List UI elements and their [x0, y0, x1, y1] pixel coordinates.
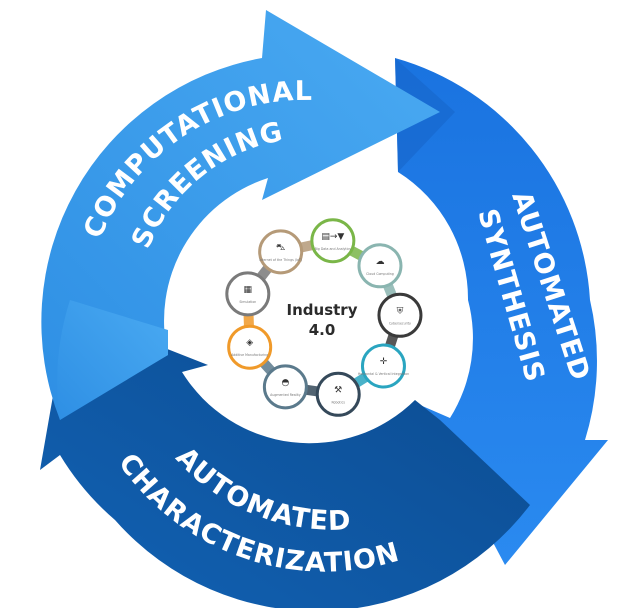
ring-node-label: Horizontal & Vertical Integration	[358, 372, 409, 376]
ring-node-circle	[315, 371, 361, 417]
ring-node-circle	[227, 324, 273, 370]
ring-node-circle	[357, 243, 403, 289]
ring-node-circle	[262, 364, 308, 410]
ring-node: ⛍ Internet of the Things (IoT)	[258, 229, 304, 275]
arrow-computational-screening	[41, 10, 440, 420]
center-title-line2: 4.0	[309, 321, 336, 339]
connected-car-icon: ⛍	[276, 243, 285, 253]
ring-node: ◓ Augmented Reality	[262, 364, 308, 410]
industry-4-ring: ▤→▼ Big Data and Analytics ☁ Cloud Computin…	[225, 218, 423, 417]
ring-node: ⛨ Cybersecurity	[377, 292, 423, 338]
cloud-icon: ☁	[375, 257, 384, 267]
center-title-line1: Industry	[287, 301, 358, 319]
ring-node-circle	[258, 229, 304, 275]
ring-node: ⚒ Robotics	[315, 371, 361, 417]
ring-node-circle	[377, 292, 423, 338]
arrow-body	[41, 10, 440, 420]
center-title: Industry 4.0	[287, 301, 358, 339]
ring-node: ▦ Simulation	[225, 271, 271, 317]
ring-node-label: Cybersecurity	[389, 321, 411, 325]
ring-node-label: Simulation	[239, 300, 256, 304]
ring-node: ✛ Horizontal & Vertical Integration	[358, 343, 409, 389]
move-arrows-icon: ✛	[380, 357, 388, 367]
ring-node: ☁ Cloud Computing	[357, 243, 403, 289]
ring-node: ▤→▼ Big Data and Analytics	[310, 218, 356, 264]
simulation-grid-icon: ▦	[244, 285, 253, 295]
arrow-automated-characterization	[40, 310, 530, 608]
shield-icon: ⛨	[397, 306, 404, 316]
ring-node: ◈ Additive Manufacturing	[227, 324, 273, 370]
ring-node-label: Cloud Computing	[366, 272, 394, 276]
ring-node-label: Big Data and Analytics	[315, 247, 352, 251]
arrow-body-lower	[57, 300, 168, 420]
ring-node-label: Augmented Reality	[270, 393, 301, 397]
robot-arm-icon: ⚒	[334, 385, 342, 395]
ar-headset-icon: ◓	[281, 378, 289, 388]
ring-node-circle	[310, 218, 356, 264]
arrow-body	[40, 310, 530, 608]
ring-node-circle	[360, 343, 406, 389]
ring-node-label: Robotics	[331, 400, 345, 404]
ring-node-label: Additive Manufacturing	[231, 353, 268, 357]
layers-icon: ◈	[246, 338, 253, 348]
ring-node-circle	[225, 271, 271, 317]
data-filter-icon: ▤→▼	[321, 232, 344, 242]
ring-node-label: Internet of the Things (IoT)	[259, 258, 302, 262]
